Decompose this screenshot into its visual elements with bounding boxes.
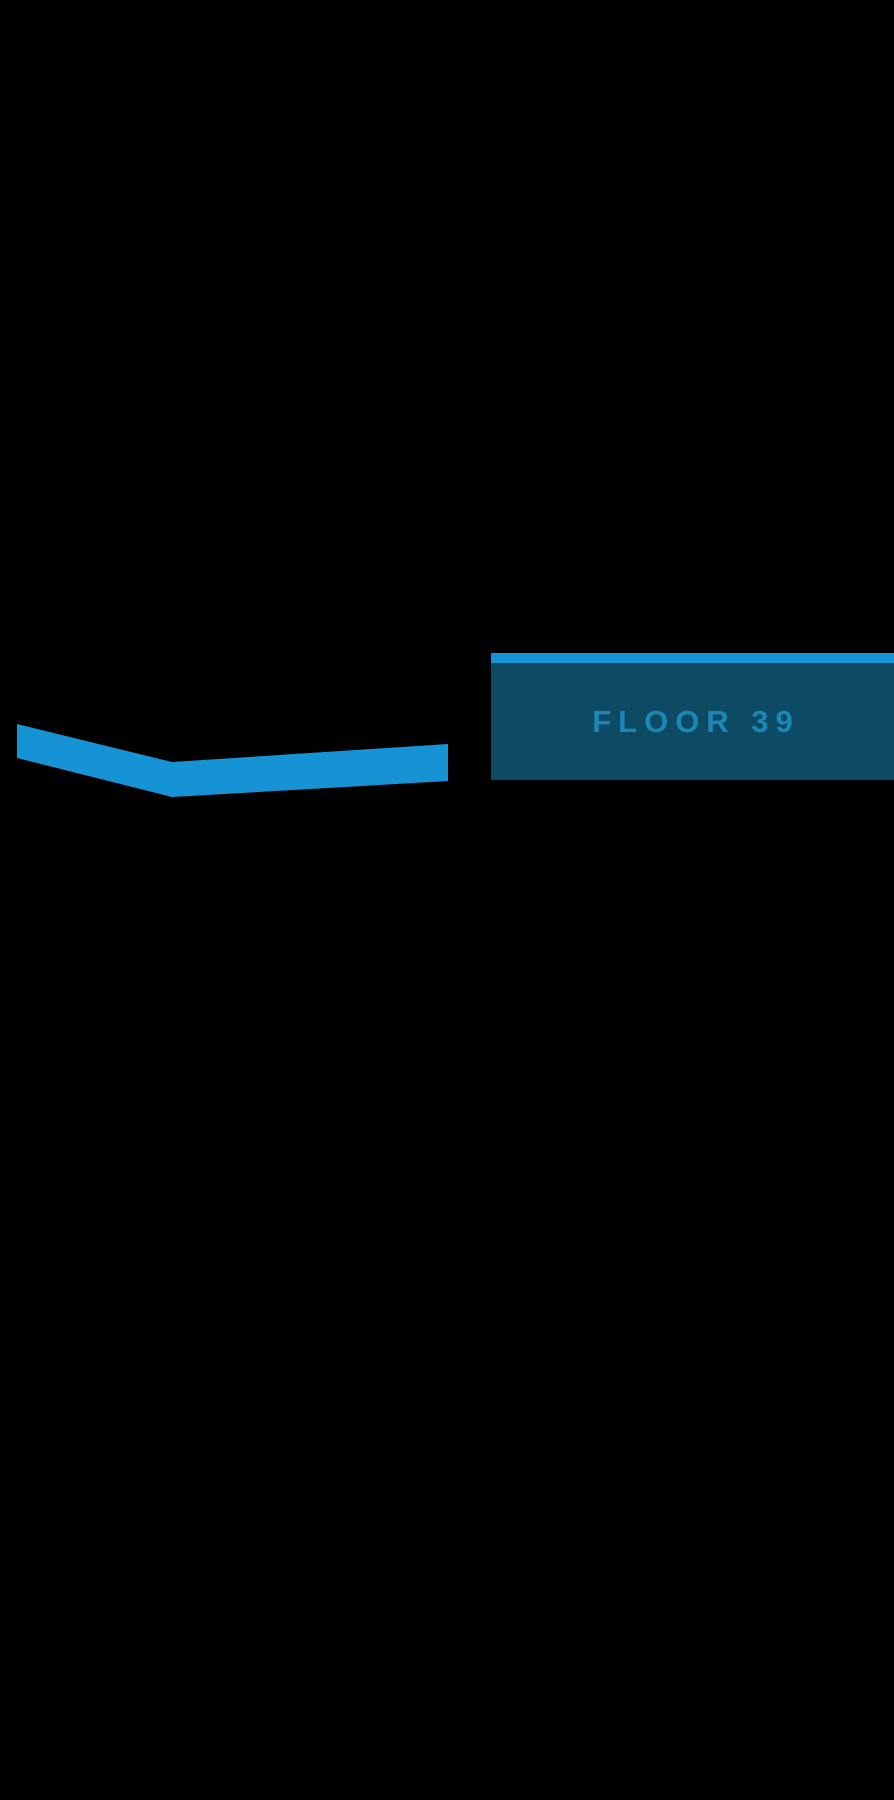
swoosh-polygon bbox=[17, 724, 448, 797]
swoosh-shape-icon bbox=[17, 724, 448, 797]
floor-badge-label: FLOOR 39 bbox=[592, 703, 800, 739]
floor-badge: FLOOR 39 bbox=[491, 653, 894, 780]
logo-swoosh bbox=[17, 724, 448, 797]
